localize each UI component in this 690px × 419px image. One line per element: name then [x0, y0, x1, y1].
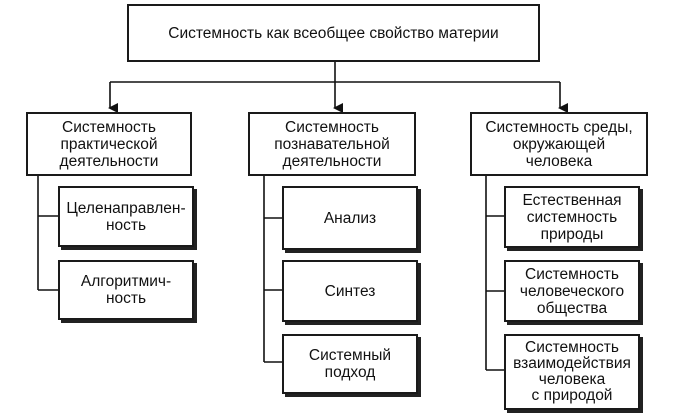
column-1-header: Системность практической деятельности	[26, 112, 192, 176]
column-1-item-1: Целенаправлен- ность	[58, 186, 194, 247]
column-2-header: Системность познавательной деятельности	[248, 112, 416, 176]
column-2-item-synthesis: Синтез	[282, 260, 418, 322]
column-3-item-interaction: Системность взаимодействия человека с пр…	[504, 334, 640, 410]
column-2-item-system-approach: Системный подход	[282, 334, 418, 394]
column-1-item-2: Алгоритмич- ность	[58, 260, 194, 320]
column-2-item-analysis: Анализ	[282, 186, 418, 250]
root-node: Системность как всеобщее свойство матери…	[127, 4, 540, 62]
column-3-item-society: Системность человеческого общества	[504, 260, 640, 322]
column-3-item-nature: Естественная системность природы	[504, 186, 640, 248]
column-3-header: Системность среды, окружающей человека	[470, 112, 648, 176]
